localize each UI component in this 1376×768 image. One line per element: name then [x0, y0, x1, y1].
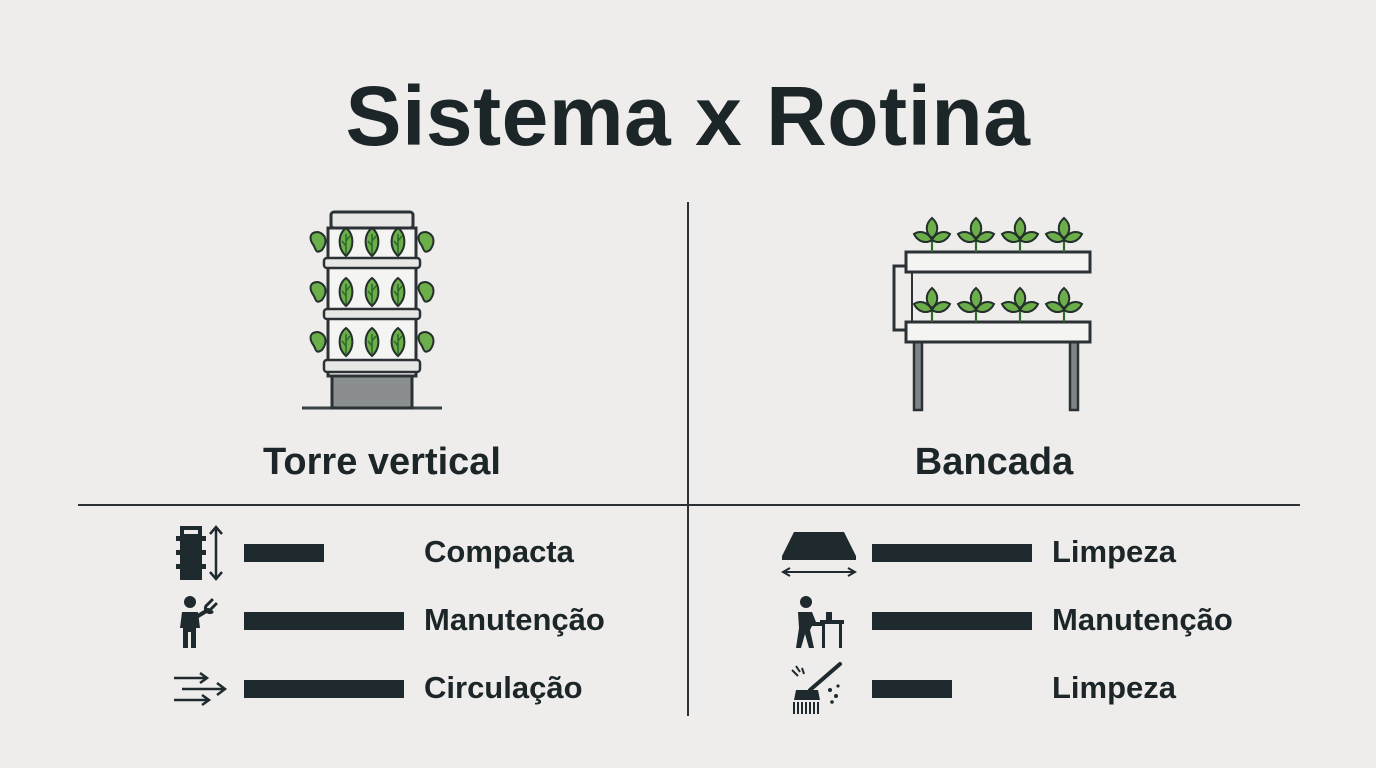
system-name-left: Torre vertical — [263, 441, 501, 483]
person-wrench-maintenance-icon — [180, 596, 218, 648]
flat-surface-width-icon — [780, 532, 858, 577]
left-row-label-3: Circulação — [424, 670, 583, 705]
left-bar-3 — [244, 680, 404, 698]
right-row-label-2: Manutenção — [1052, 602, 1233, 637]
right-row-label-3: Limpeza — [1052, 670, 1177, 705]
person-at-bench-maintenance-icon — [796, 596, 844, 648]
system-name-right: Bancada — [914, 441, 1074, 483]
left-row-label-1: Compacta — [424, 534, 574, 569]
right-bar-3 — [872, 680, 952, 698]
brush-cleaning-icon — [791, 662, 842, 714]
vertical-divider — [687, 202, 689, 716]
compact-tower-height-icon — [176, 525, 223, 581]
bench-planter-icon — [892, 216, 1092, 412]
airflow-arrows-icon — [174, 671, 228, 707]
left-bar-1 — [244, 544, 324, 562]
page-title: Sistema x Rotina — [345, 69, 1031, 163]
right-row-label-1: Limpeza — [1052, 534, 1177, 569]
vertical-tower-planter-icon — [302, 210, 442, 410]
horizontal-divider — [78, 504, 1300, 506]
left-row-label-2: Manutenção — [424, 602, 605, 637]
left-bar-2 — [244, 612, 404, 630]
right-bar-1 — [872, 544, 1032, 562]
right-bar-2 — [872, 612, 1032, 630]
